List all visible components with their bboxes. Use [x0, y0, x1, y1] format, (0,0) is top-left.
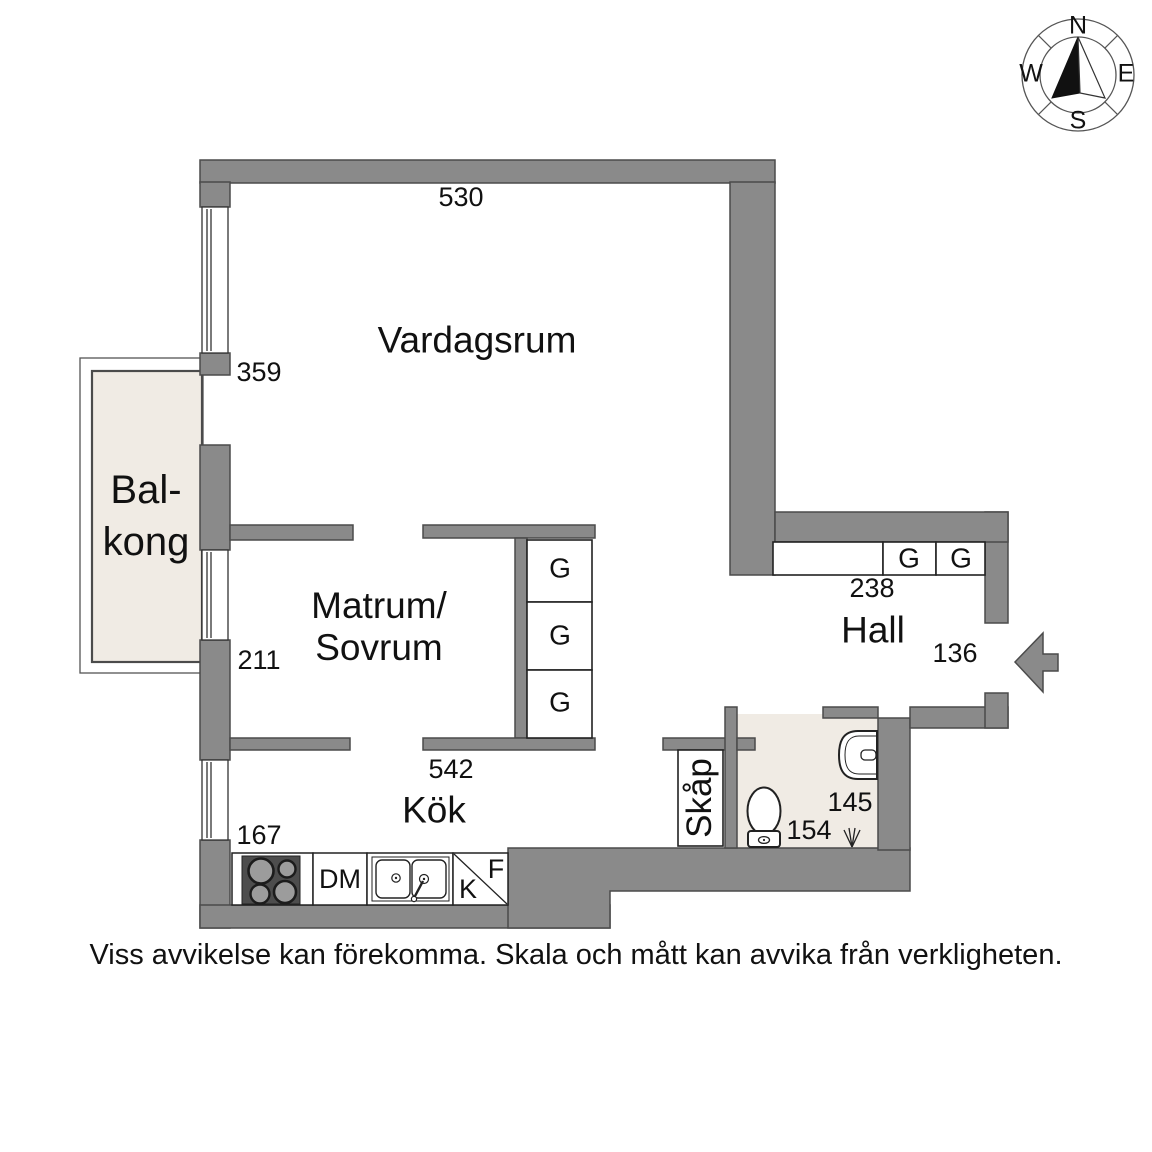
bathroom-fixtures: [746, 730, 878, 848]
dim-matrum-width: 542: [428, 754, 474, 785]
wall-right-thick: [729, 181, 776, 576]
floor-drain-icon: [843, 827, 861, 848]
balkong-line1: Bal-: [110, 468, 182, 512]
dim-hall-entrance: 136: [932, 638, 978, 669]
stove-icon: [241, 855, 301, 905]
dim-kok-window: 167: [236, 820, 282, 851]
room-label-hall: Hall: [841, 609, 905, 651]
wall-left-b: [199, 444, 231, 551]
dim-badrum-width: 145: [827, 787, 873, 818]
wall-bathroom-top-right: [822, 706, 879, 719]
wardrobe-box-1: [526, 539, 593, 603]
wall-hall-top: [774, 511, 1009, 543]
dim-hall-closet: 238: [849, 573, 895, 604]
window-matrum: [201, 549, 229, 641]
hall-closet-box: [772, 541, 884, 576]
freezer-label: F: [487, 854, 505, 885]
disclaimer-text: Viss avvikelse kan förekomma. Skala och …: [89, 939, 1063, 971]
wardrobe-label-1: G: [549, 552, 571, 584]
wardrobe-box-4: [882, 541, 937, 576]
wardrobe-box-2: [526, 601, 593, 671]
wardrobe-box-5: [935, 541, 986, 576]
wall-matrum-bottom-right: [422, 737, 596, 751]
window-kok: [201, 759, 229, 841]
matrum-line2: Sovrum: [315, 627, 443, 668]
wall-bathroom-left: [724, 706, 738, 849]
walls: [199, 159, 1009, 929]
wall-top: [199, 159, 776, 184]
dim-vardagsrum-width: 530: [438, 182, 484, 213]
wardrobe-label-2: G: [549, 619, 571, 651]
compass-south-label: S: [1069, 106, 1087, 135]
dim-badrum-depth: 154: [786, 815, 832, 846]
wall-left-corner: [199, 181, 231, 208]
washbasin-icon: [837, 730, 878, 780]
wardrobe-box-3: [526, 669, 593, 739]
room-label-matrum-sovrum: Matrum/ Sovrum: [311, 585, 447, 669]
matrum-line1: Matrum/: [311, 585, 447, 626]
sink-icon: [366, 852, 454, 906]
compass-west-label: W: [1019, 59, 1043, 88]
wall-skap-top: [662, 737, 728, 751]
wardrobe-label-4: G: [898, 542, 920, 574]
wall-left-c: [199, 639, 231, 761]
wall-matrum-top-right: [422, 524, 596, 539]
wall-bathroom-door-lip: [736, 737, 756, 751]
skap-box: [677, 749, 724, 847]
compass-east-label: E: [1117, 59, 1135, 88]
wardrobe-label-3: G: [549, 686, 571, 718]
room-label-balkong: Bal- kong: [103, 464, 190, 568]
wall-matrum-bottom-left: [229, 737, 351, 751]
dim-vardagsrum-window: 359: [236, 357, 282, 388]
fridge-freezer-box: [452, 852, 509, 906]
compass-north-label: N: [1068, 11, 1088, 40]
wall-bathroom-right: [877, 717, 911, 851]
dishwasher-label: DM: [319, 864, 361, 895]
balkong-line2: kong: [102, 520, 190, 564]
wardrobe-boxes: [526, 539, 986, 847]
wall-left-a: [199, 352, 231, 376]
balcony-outline: [79, 357, 204, 674]
wall-matrum-top-left: [229, 524, 354, 541]
fridge-label: K: [458, 874, 478, 905]
wall-closet-vertical: [514, 537, 528, 739]
dim-matrum-window: 211: [237, 645, 281, 676]
room-label-kok: Kök: [402, 789, 466, 831]
wardrobe-label-5: G: [950, 542, 972, 574]
kitchen-counter: [231, 852, 509, 906]
toilet-icon: [746, 786, 782, 848]
windows: [201, 206, 229, 841]
wall-bottom-right-block: [507, 847, 911, 929]
entrance-arrow-icon: [1013, 631, 1059, 694]
compass-rose-icon: [1021, 18, 1135, 132]
room-label-skap: Skåp: [679, 758, 719, 838]
room-label-vardagsrum: Vardagsrum: [377, 319, 577, 361]
wall-entrance-south: [984, 692, 1009, 729]
window-vardagsrum: [201, 206, 229, 354]
